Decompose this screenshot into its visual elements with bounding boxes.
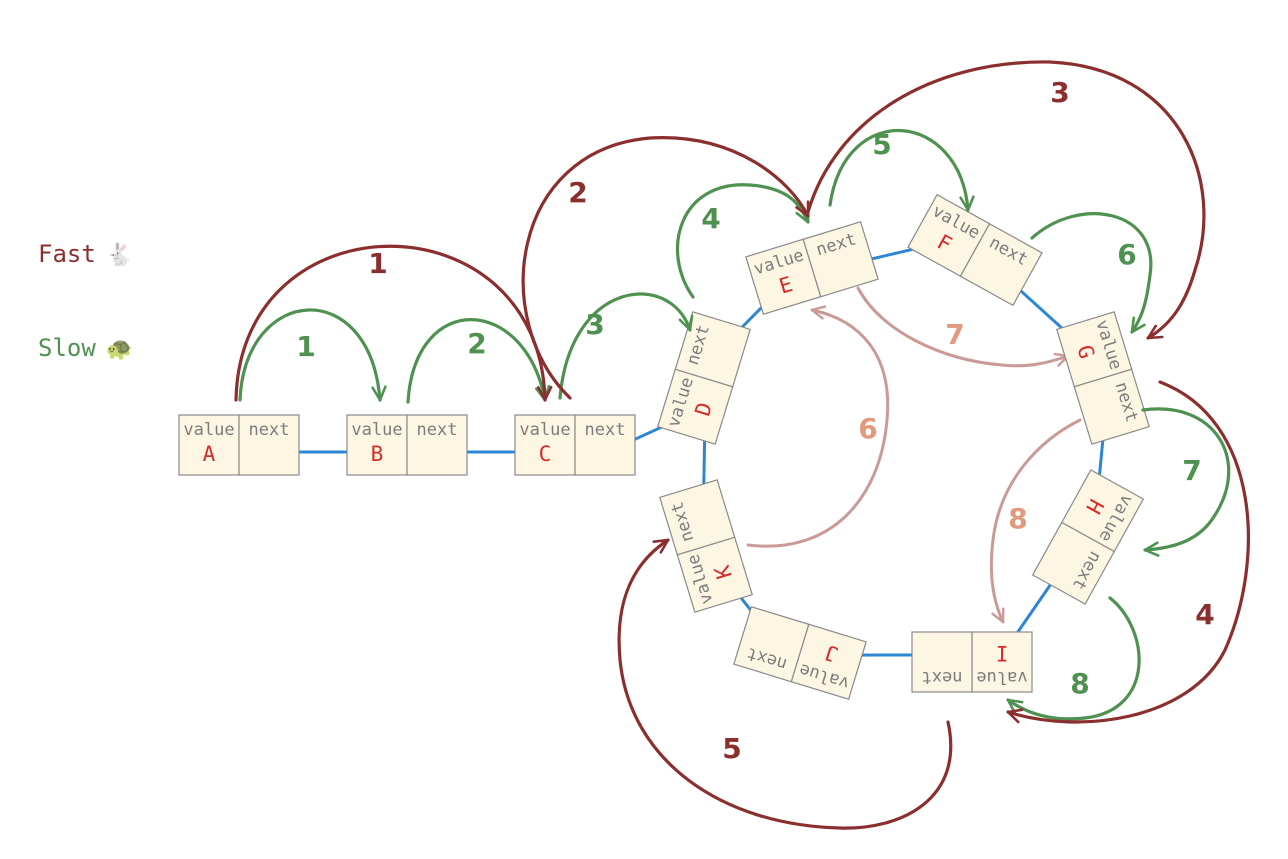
fast-step-8-label: 8 [1008,502,1027,535]
step-labels: 1 2 3 4 5 6 7 8 1 2 3 4 5 6 7 8 [296,76,1214,765]
fast-step-4-label: 4 [1195,598,1214,631]
slow-step-2-label: 2 [467,327,486,360]
slow-step-4-arc [675,183,810,299]
node-next-cell [959,222,1043,307]
fast-step-8-arc [989,418,1082,624]
legend-fast: Fast 🐇 [38,240,133,268]
fast-step-2-arc [521,136,810,400]
fast-step-1-label: 1 [368,247,387,280]
node-next-cell [911,631,973,693]
fast-step-1-arc [234,244,553,402]
node-next-cell [802,221,879,298]
node-value-label: A [203,442,216,466]
turtle-icon: 🐢 [105,337,134,362]
node-next-cell [574,414,636,476]
node-value-caption: value [519,420,570,440]
slow-step-7-label: 7 [1182,454,1201,487]
slow-step-7-arc [1141,407,1231,557]
node-next-cell [733,606,810,683]
slow-step-2-arc [406,318,551,404]
legend-slow-label: Slow [38,334,96,362]
node-value-label: C [539,442,552,466]
fast-step-6-arc [746,305,890,548]
node-next-cell [238,414,300,476]
slow-step-6-label: 6 [1117,238,1136,271]
fast-step-7-label: 7 [945,318,964,351]
legend-fast-label: Fast [38,240,96,268]
fast-step-2-label: 2 [568,176,587,209]
slow-step-8-label: 8 [1070,667,1089,700]
slow-step-1-label: 1 [296,330,315,363]
node-next-cell [674,311,751,388]
node-value-label: B [371,442,384,466]
node-next-caption: next [922,667,963,687]
node-next-caption: next [585,420,626,440]
slow-step-3-label: 3 [585,308,604,341]
slow-step-8-arc [1006,596,1141,721]
node-next-cell [659,479,736,556]
node-value-label: I [996,641,1009,665]
node-next-cell [1073,368,1150,445]
slow-step-5-label: 5 [872,128,891,161]
fast-step-5-arc [617,538,953,830]
node-value-caption: value [351,420,402,440]
node-value-caption: value [976,667,1027,687]
node-value-cell [346,414,408,476]
fast-step-4-arc [1006,380,1250,724]
node-next-caption: next [249,420,290,440]
slow-step-5-arc [828,129,975,212]
step-arcs [234,60,1250,830]
node-value-cell [178,414,240,476]
list-node-i: value next I [911,631,1033,693]
slow-step-6-arc [1030,212,1153,334]
fast-step-3-label: 3 [1050,76,1069,109]
legend-slow: Slow 🐢 [38,334,133,362]
node-value-cell [514,414,576,476]
slow-step-4-label: 4 [701,202,720,235]
fast-step-5-label: 5 [722,732,741,765]
node-next-cell [406,414,468,476]
fast-step-3-arc [806,60,1206,340]
node-next-caption: next [417,420,458,440]
fast-step-6-label: 6 [858,412,877,445]
slow-step-1-arc [238,308,387,402]
node-next-cell [1031,521,1116,605]
node-value-caption: value [183,420,234,440]
rabbit-icon: 🐇 [105,243,134,268]
fast-pointer-faded-arcs [746,286,1082,624]
slow-step-3-arc [558,292,694,400]
fast-step-7-arc [856,286,1070,368]
